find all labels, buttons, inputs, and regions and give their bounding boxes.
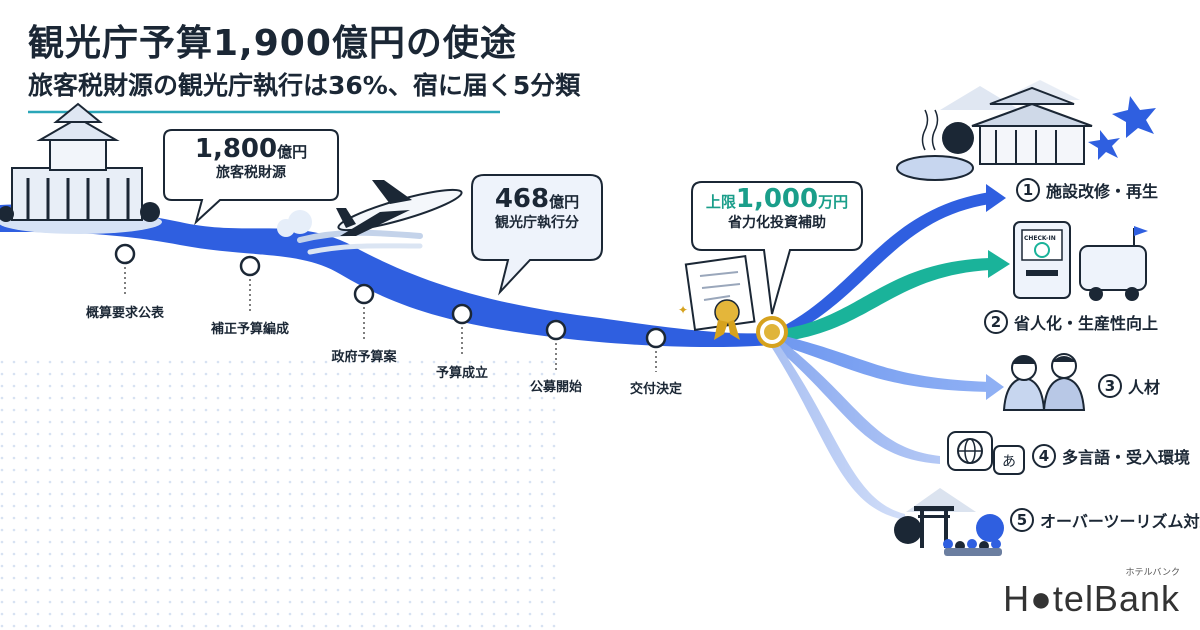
- category-label: オーバーツーリズム対策: [1040, 512, 1200, 531]
- exec-callout-bubble: [471, 174, 603, 296]
- category-2: 2 省人化・生産性向上: [984, 310, 1158, 334]
- page-subtitle: 旅客税財源の観光庁執行は36%、宿に届く5分類: [28, 71, 581, 100]
- category-3: 3 人材: [1098, 374, 1160, 398]
- branch-3: [776, 334, 990, 392]
- category-1: 1 施設改修・再生: [1016, 178, 1158, 202]
- hub-core: [764, 324, 780, 340]
- timeline-label: 公募開始: [529, 380, 583, 395]
- ryokan-icon: [896, 80, 1156, 181]
- category-label: 省人化・生産性向上: [1014, 314, 1159, 333]
- main-flow-ribbon: [0, 204, 772, 348]
- page-title: 観光庁予算1,900億円の使途: [28, 23, 517, 64]
- dot-pattern: [0, 360, 560, 630]
- category-label: 人材: [1128, 378, 1161, 397]
- kiosk-screen-text: CHECK-IN: [1024, 235, 1056, 242]
- category-number: 1: [1016, 178, 1040, 202]
- logo-kana: ホテルバンク: [1125, 568, 1180, 578]
- svg-text:✦: ✦: [678, 303, 688, 317]
- government-building-icon: [0, 102, 162, 234]
- branch-2: [775, 258, 990, 342]
- timeline-nodes: [114, 243, 667, 372]
- category-number: 2: [984, 310, 1008, 334]
- cap-prefix: 上限: [705, 193, 736, 211]
- arrow-1: [986, 184, 1006, 212]
- timeline-label: 政府予算案: [331, 350, 397, 365]
- arrow-2: [988, 250, 1010, 278]
- overtourism-icon: [894, 488, 1004, 556]
- timeline-node: [114, 243, 136, 265]
- bubble-char: あ: [1002, 454, 1016, 470]
- branch-4: [774, 336, 940, 464]
- kiosk-icon: CHECK-IN: [1013, 221, 1148, 301]
- cap-callout-bubble: [691, 181, 863, 315]
- exec-amount: 468: [494, 184, 550, 214]
- category-4: 4 多言語・受入環境: [1032, 444, 1190, 468]
- staff-icon: [1002, 353, 1086, 411]
- budget-amount: 1,800: [194, 134, 278, 164]
- timeline-label: 交付決定: [629, 382, 683, 397]
- budget-unit: 億円: [277, 143, 308, 161]
- category-number: 4: [1032, 444, 1056, 468]
- exec-label: 観光庁執行分: [495, 215, 579, 231]
- timeline-node: [645, 327, 667, 349]
- budget-callout: 1,800億円 旅客税財源: [164, 134, 338, 182]
- timeline-node: [545, 319, 567, 341]
- category-number: 5: [1010, 508, 1034, 532]
- category-label: 施設改修・再生: [1046, 182, 1159, 201]
- timeline-label: 予算成立: [435, 366, 489, 381]
- arrow-3: [986, 374, 1004, 400]
- budget-callout-bubble: [163, 129, 339, 226]
- timeline-node: [239, 255, 261, 277]
- multilingual-icon: あ: [947, 431, 1025, 475]
- timeline-node: [353, 283, 375, 305]
- category-number: 3: [1098, 374, 1122, 398]
- hotelbank-logo: H●telBank: [1003, 578, 1180, 619]
- cap-unit: 万円: [818, 193, 849, 211]
- branch-5: [772, 338, 905, 520]
- category-label: 多言語・受入環境: [1062, 448, 1191, 467]
- cap-callout: 上限1,000万円 省力化投資補助: [692, 184, 862, 232]
- exec-callout: 468億円 観光庁執行分: [472, 184, 602, 232]
- category-5: 5 オーバーツーリズム対策: [1010, 508, 1200, 532]
- timeline-label: 概算要求公表: [85, 306, 165, 321]
- cap-amount: 1,000: [735, 184, 819, 214]
- budget-label: 旅客税財源: [216, 165, 286, 181]
- airplane-icon: [277, 180, 463, 255]
- timeline-node: [451, 303, 473, 325]
- branch-1: [772, 192, 990, 342]
- certificate-icon: ✦: [678, 255, 756, 340]
- exec-unit: 億円: [549, 193, 580, 211]
- cap-label: 省力化投資補助: [728, 215, 826, 231]
- timeline-label: 補正予算編成: [210, 322, 290, 337]
